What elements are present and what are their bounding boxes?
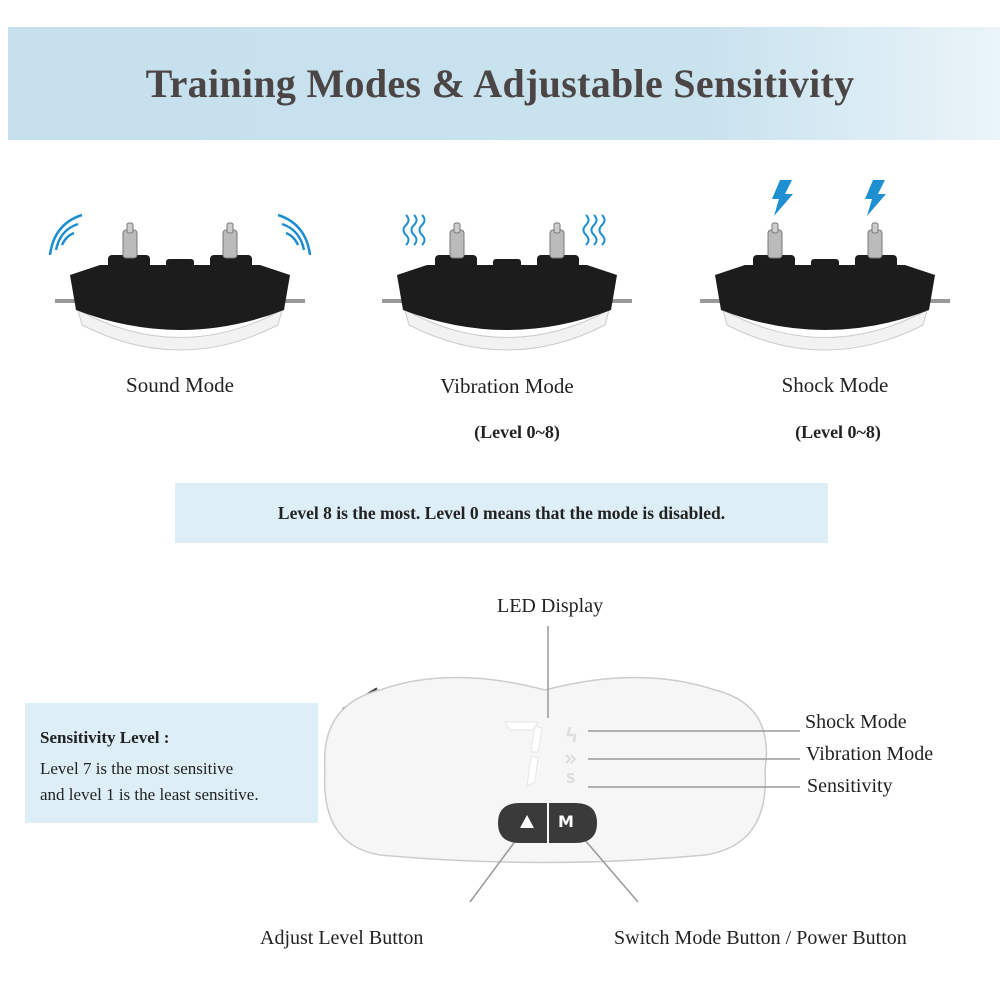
sensitivity-info-box: [25, 703, 318, 823]
lightning-bolt-icon: [772, 180, 886, 216]
led-digit-seven: [504, 721, 543, 787]
shock-level-range: (Level 0~8): [795, 422, 881, 442]
callout-lines: [469, 626, 800, 903]
triangle-up-icon: [520, 815, 534, 828]
vibration-mode-label: Vibration Mode: [440, 374, 574, 398]
adjust-level-callout: Adjust Level Button: [260, 927, 424, 949]
vibration-indicator-icon: [565, 754, 577, 764]
switch-mode-callout: Switch Mode Button / Power Button: [614, 927, 907, 949]
vibration-icon: [402, 214, 606, 246]
switch-mode-power-button[interactable]: [549, 803, 597, 843]
title-banner: [8, 27, 1000, 140]
sensitivity-indicator: S: [566, 772, 576, 787]
shock-mode-label: Shock Mode: [781, 373, 889, 397]
sensitivity-line-1: Level 7 is the most sensitive: [40, 759, 234, 778]
shock-indicator-icon: [566, 726, 577, 743]
sensitivity-line-2: and level 1 is the least sensitive.: [40, 785, 259, 804]
vibration-level-range: (Level 0~8): [474, 422, 560, 442]
level-note-box: [175, 483, 828, 543]
level-note: Level 8 is the most. Level 0 means that …: [277, 503, 726, 523]
sensitivity-heading: Sensitivity Level :: [40, 728, 170, 747]
shock-mode-receiver: [699, 222, 951, 351]
shock-mode-callout: Shock Mode: [805, 711, 907, 733]
vibration-mode-callout: Vibration Mode: [806, 743, 934, 765]
sound-wave-icon: [48, 213, 312, 256]
vibration-mode-receiver: [381, 222, 633, 351]
page-title: Training Modes & Adjustable Sensitivity: [145, 61, 855, 106]
adjust-level-button[interactable]: [498, 803, 547, 843]
sound-mode-label: Sound Mode: [126, 373, 234, 397]
led-display-label: LED Display: [497, 595, 604, 617]
sensitivity-callout: Sensitivity: [807, 775, 893, 797]
collar-receiver-front: [323, 676, 768, 864]
sound-mode-receiver: [54, 222, 306, 351]
mode-button-label[interactable]: M: [558, 812, 574, 831]
